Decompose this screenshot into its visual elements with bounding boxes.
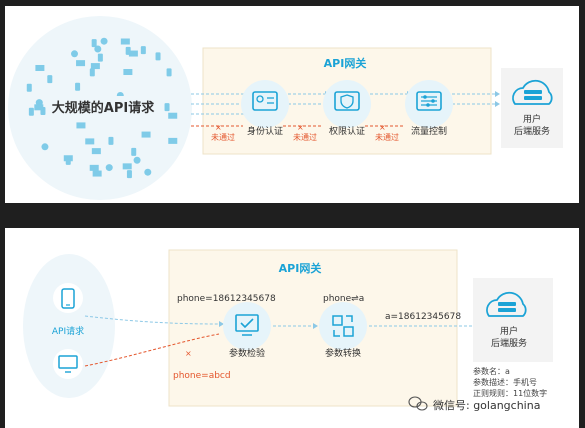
phone-device-icon: [75, 82, 81, 91]
android-device-icon: [71, 50, 79, 58]
monitor-device-icon: [122, 163, 132, 170]
monitor-device-icon: [141, 131, 151, 138]
gateway-title: API网关: [279, 261, 322, 275]
reject-mark-3: ×: [379, 123, 386, 132]
stage-param-convert: 参数转换: [319, 302, 367, 359]
wechat-icon: [408, 396, 428, 411]
stage-label-identity: 身份认证: [247, 125, 283, 137]
client-ellipse: [23, 254, 115, 398]
monitor-device-icon: [85, 138, 95, 145]
reject-mark-1: ×: [215, 123, 222, 132]
param-info-desc: 参数描述：手机号: [473, 377, 537, 387]
requests-label: 大规模的API请求: [52, 100, 155, 116]
watermark-text: 微信号: golangchina: [433, 398, 540, 412]
reject-label-1: 未通过: [211, 132, 235, 142]
android-device-icon: [94, 45, 102, 53]
phone-device-icon: [125, 46, 131, 55]
id-card-icon: [252, 91, 278, 111]
phone-device-icon: [108, 136, 114, 145]
stage-label-check: 参数检验: [229, 347, 265, 359]
stage-traffic-control: 流量控制: [405, 80, 453, 137]
monitor-device-icon: [89, 164, 99, 171]
monitor-check-icon: [235, 314, 259, 332]
phone-device-icon: [155, 52, 161, 61]
sliders-icon: [416, 91, 442, 111]
param-mapping-panel: API请求 API网关 phone=18612345678 × phone=ab…: [5, 228, 579, 428]
request-label-bg: [49, 96, 157, 118]
reject-label-2: 未通过: [293, 132, 317, 142]
monitor-device-icon: [34, 104, 44, 111]
backend-box: [473, 278, 553, 362]
param-valid: phone=18612345678: [177, 294, 276, 304]
monitor-device-icon: [120, 38, 130, 45]
reject-mark-2: ×: [297, 123, 304, 132]
api-gateway-overview-panel: 大规模的API请求 API网关: [5, 6, 579, 203]
shield-card-icon: [334, 91, 360, 111]
backend-label-1: 用户: [500, 325, 518, 337]
param-invalid: phone=abcd: [173, 371, 231, 381]
reject-mark: ×: [185, 349, 192, 358]
monitor-device-icon: [128, 50, 138, 57]
phone-device-icon: [28, 107, 34, 116]
phone-device-icon: [164, 103, 170, 112]
gateway-title: API网关: [324, 56, 367, 70]
phone-device-icon: [47, 75, 53, 84]
monitor-device-icon: [168, 137, 178, 144]
param-mapping-diagram: API请求 API网关 phone=18612345678 × phone=ab…: [23, 249, 553, 412]
param-info-name: 参数名：a: [473, 366, 510, 376]
monitor-icon: [53, 349, 83, 379]
phone-device-icon: [166, 68, 172, 77]
mapping-label: phone⇌a: [323, 294, 364, 304]
android-device-icon: [105, 164, 113, 172]
output-param: a=18612345678: [385, 312, 461, 322]
monitor-device-icon: [91, 148, 101, 155]
cloud-server-icon: [512, 79, 553, 105]
android-device-icon: [100, 37, 108, 45]
stage-label-permission: 权限认证: [329, 125, 365, 137]
cloud-server-icon: [486, 291, 527, 317]
phone-device-icon: [26, 83, 32, 92]
backend-label-1: 用户: [523, 113, 541, 125]
phone-device-icon: [126, 170, 132, 179]
stage-param-check: 参数检验: [223, 302, 271, 359]
phone-device-icon: [97, 53, 103, 62]
stage-label-convert: 参数转换: [325, 347, 361, 359]
phone-device-icon: [65, 156, 71, 165]
reject-label-3: 未通过: [375, 132, 399, 142]
android-device-icon: [133, 156, 141, 164]
phone-device-icon: [140, 46, 146, 55]
stage-permission-auth: 权限认证: [323, 80, 371, 137]
backend-label-2: 后端服务: [491, 337, 527, 349]
monitor-device-icon: [92, 170, 102, 177]
backend-label-2: 后端服务: [514, 125, 550, 137]
monitor-device-icon: [168, 112, 178, 119]
stage-identity-auth: 身份认证: [241, 80, 289, 137]
wechat-watermark: 微信号: golangchina: [408, 396, 540, 412]
monitor-device-icon: [76, 122, 86, 129]
monitor-device-icon: [90, 63, 100, 70]
android-device-icon: [41, 143, 49, 151]
monitor-device-icon: [35, 64, 45, 71]
device-icons-group: [26, 37, 178, 179]
monitor-device-icon: [123, 69, 133, 76]
convert-icon: [332, 315, 343, 326]
monitor-device-icon: [76, 60, 86, 67]
phone-device-icon: [89, 68, 95, 77]
phone-device-icon: [131, 147, 137, 156]
overview-diagram: 大规模的API请求 API网关: [8, 16, 563, 200]
phone-icon: [53, 283, 83, 313]
android-device-icon: [144, 168, 152, 176]
phone-device-icon: [91, 39, 97, 48]
client-label: API请求: [52, 325, 84, 337]
param-info-rule: 正则规则：11位数字: [473, 388, 547, 398]
stage-label-traffic: 流量控制: [411, 125, 447, 137]
